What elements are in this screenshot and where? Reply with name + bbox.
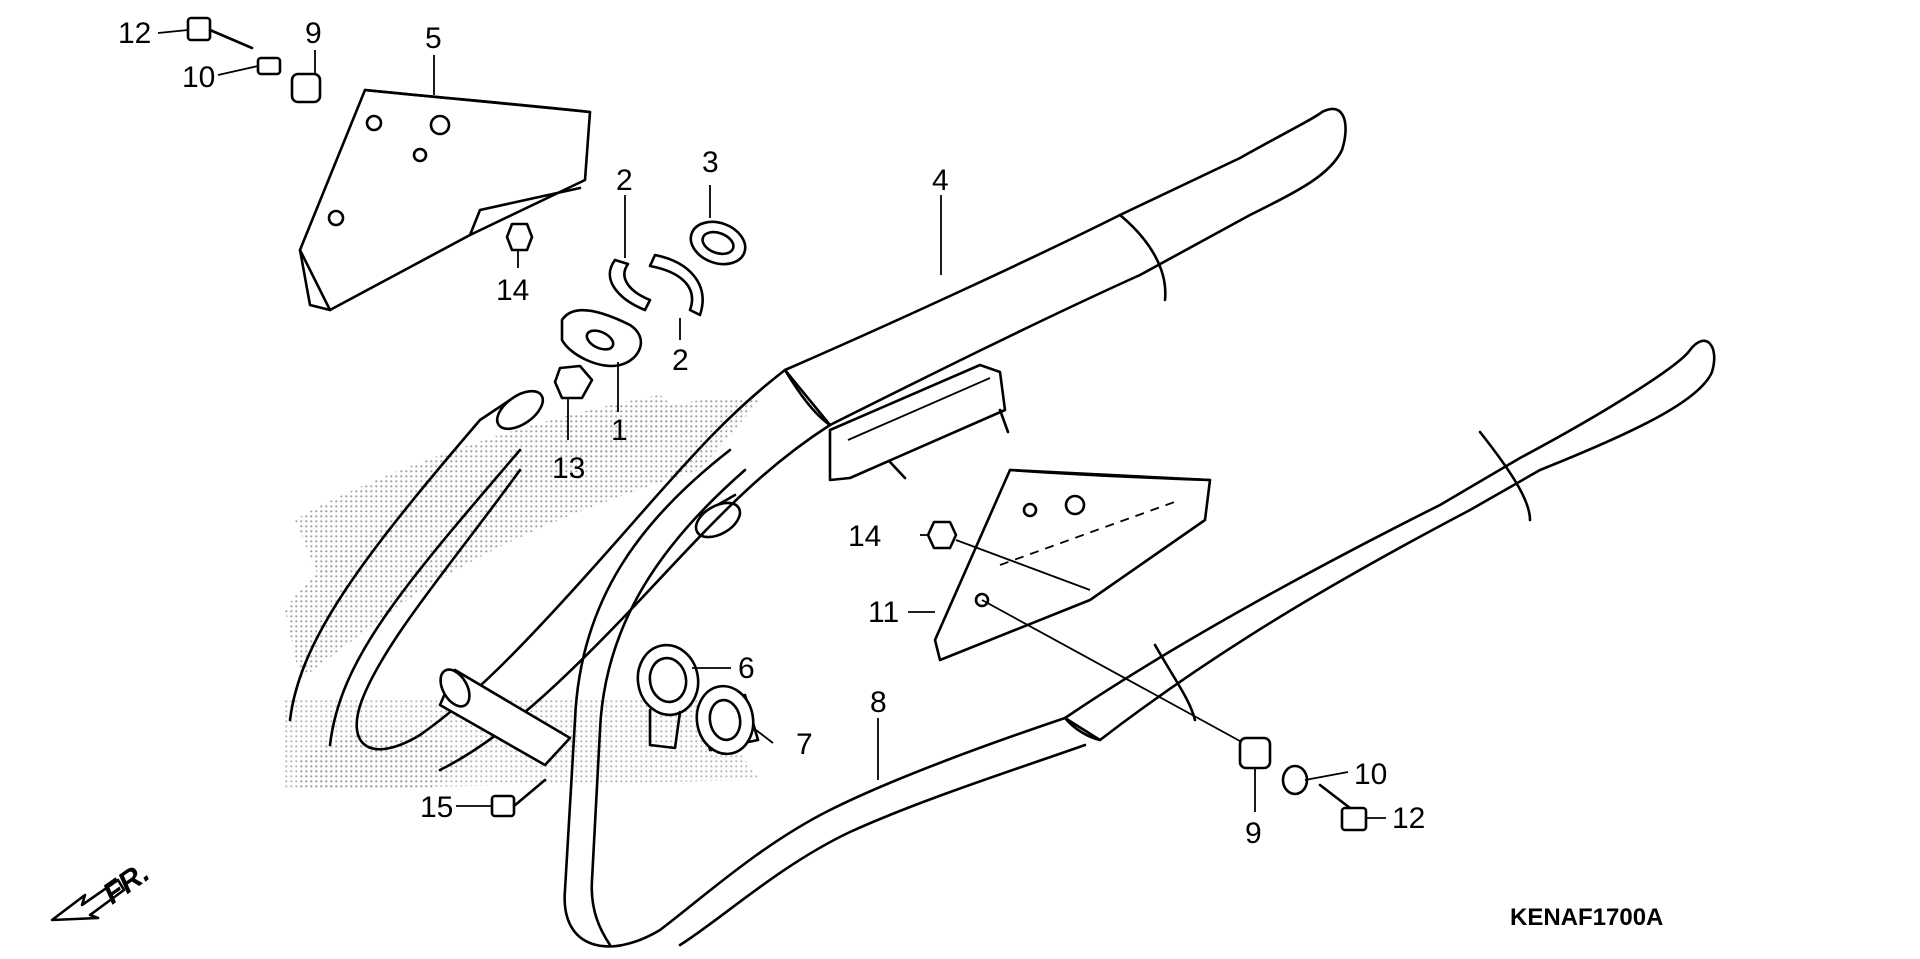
flange-bolt-part-12-lower [1318,783,1368,832]
callout-6: 6 [738,652,755,685]
upper-muffler-assembly [288,107,1347,772]
callout-14-upper: 14 [496,274,529,307]
rubber-mount-part-9-lower [1238,736,1272,770]
collar-part-10-lower [1281,764,1309,796]
callout-2-upper: 2 [616,164,633,197]
diagram-code: KENAF1700A [1510,904,1663,931]
ring-gasket-part-3 [689,220,747,266]
gasket-part-1 [560,308,643,368]
callout-5: 5 [425,22,442,55]
joint-pipe-part-7 [695,684,760,756]
upper-heat-protector [298,88,592,312]
callout-15: 15 [420,791,453,824]
callout-3: 3 [702,146,719,179]
flange-bolt-part-12-upper [186,16,254,50]
callout-labels: 12 10 9 5 14 2 3 4 2 1 13 14 11 6 7 8 15… [118,17,1425,850]
front-direction-arrow: FR. [50,856,156,922]
callout-1: 1 [611,414,628,447]
callout-11: 11 [868,596,899,629]
flange-bolt-part-15 [490,778,547,818]
stippled-watermark [285,395,760,790]
callout-10-lower: 10 [1354,758,1387,791]
lower-heat-protector [933,468,1261,753]
flange-nut-part-14-lower [926,520,1091,591]
callout-12-upper: 12 [118,17,151,50]
callout-4: 4 [932,164,949,197]
callout-8: 8 [870,686,887,719]
rubber-mount-part-9-upper [290,72,322,104]
leader-lines [157,29,1386,819]
upper-muffler-bracket [828,363,1010,482]
lower-muffler-assembly [563,339,1716,948]
callout-9-upper: 9 [305,17,322,50]
collar-part-10-upper [256,56,282,76]
callout-9-lower: 9 [1245,817,1262,850]
pipe-band-part-6 [636,643,700,750]
callout-7: 7 [796,728,813,761]
collar-clamp-part-2-lower [648,253,704,317]
cap-nut-part-13 [553,364,594,400]
flange-nut-part-14-upper [505,222,534,252]
collar-clamp-part-2-upper [608,258,652,312]
callout-10-upper: 10 [182,61,215,94]
callout-14-lower: 14 [848,520,881,553]
callout-2-lower: 2 [672,344,689,377]
callout-13: 13 [552,452,585,485]
callout-12-lower: 12 [1392,802,1425,835]
